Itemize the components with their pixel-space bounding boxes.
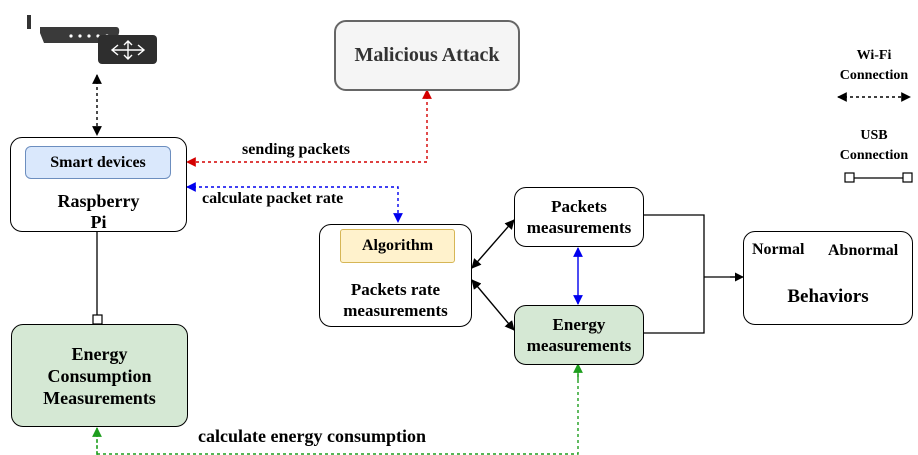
legend-usb-line1: USB [860, 128, 888, 143]
packets-rate-line2: measurements [343, 301, 448, 320]
energy-consumption-line3: Measurements [43, 387, 156, 408]
malicious-attack-node: Malicious Attack [334, 20, 520, 91]
energy-consumption-line2: Consumption [47, 365, 152, 386]
packet-rate-arrow [186, 182, 403, 223]
algorithm-label: Algorithm [361, 237, 434, 254]
energy-measurements-node: Energy measurements [514, 305, 644, 365]
smart-devices-node: Smart devices [25, 146, 171, 179]
rate-to-energy-arrow [471, 279, 515, 331]
legend-usb-text: USB Connection [833, 126, 915, 166]
raspberry-label: Raspberry [57, 191, 140, 211]
energy-meas-line1: Energy [552, 315, 606, 334]
sending-packets-label: sending packets [242, 141, 351, 158]
merge-lines [643, 214, 742, 334]
switch-icon [98, 35, 157, 64]
abnormal-label: Abnormal [828, 242, 899, 259]
calc-energy-label: calculate energy consumption [198, 426, 426, 446]
legend-usb-line2: Connection [839, 148, 909, 163]
packets-meas-line2: measurements [526, 218, 632, 237]
sending-packets-arrow [186, 89, 432, 167]
packets-measurements-node: Packets measurements [514, 187, 644, 247]
legend-wifi-text: Wi-Fi Connection [833, 46, 915, 86]
legend-wifi-line1: Wi-Fi [856, 48, 892, 63]
normal-label: Normal [752, 241, 805, 258]
smart-devices-label: Smart devices [50, 153, 146, 171]
energy-consumption-node: Energy Consumption Measurements [11, 324, 188, 427]
calc-packet-rate-label: calculate packet rate [202, 190, 344, 207]
rate-to-packets-arrow [471, 219, 515, 269]
legend-wifi-line2: Connection [839, 68, 909, 83]
algorithm-node: Algorithm [340, 229, 455, 263]
energy-consumption-line1: Energy [71, 343, 128, 364]
energy-meas-line2: measurements [526, 336, 632, 355]
malicious-attack-label: Malicious Attack [354, 44, 500, 66]
packets-rate-line1: Packets rate [350, 280, 441, 299]
pi-label: Pi [90, 212, 107, 232]
packets-meas-line1: Packets [551, 197, 607, 216]
behaviors-node: Behaviors [743, 231, 913, 325]
behaviors-label: Behaviors [787, 286, 869, 307]
